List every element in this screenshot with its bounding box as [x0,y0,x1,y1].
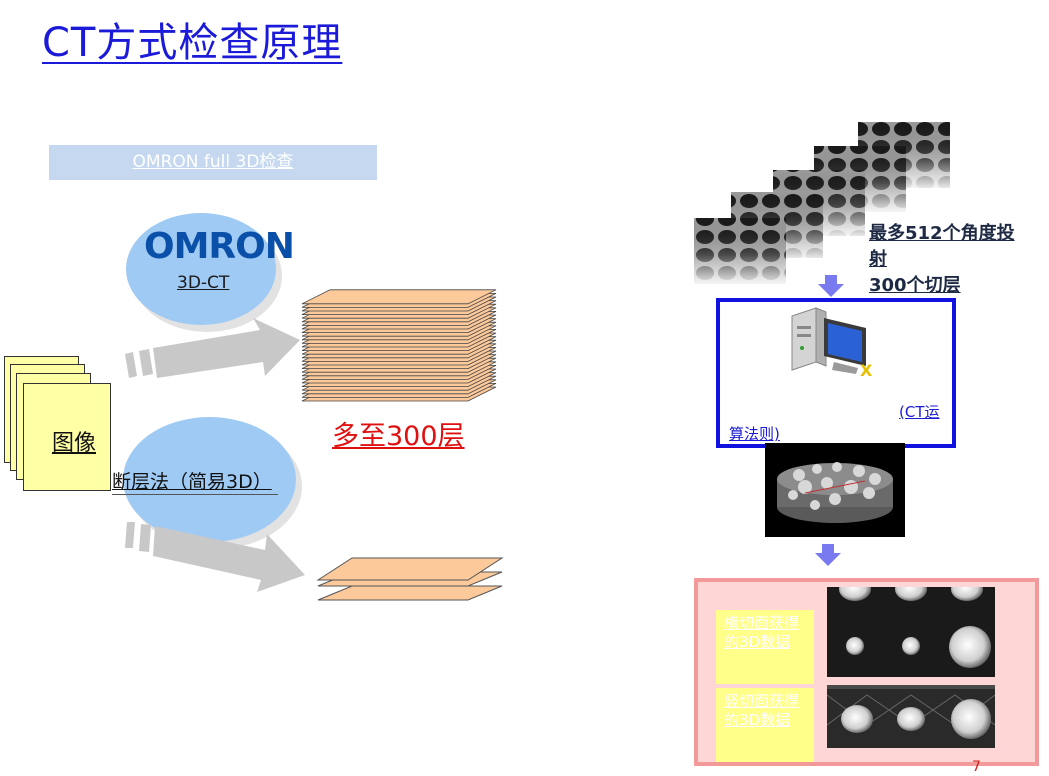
blue-down-arrow-icon [815,544,841,566]
tomography-label: 断层法（简易3D） [112,467,278,495]
image-label: 图像 [52,431,97,456]
projection-images [694,122,950,284]
page-title: CT方式检查原理 [42,20,343,66]
omron-3dct-ellipse [126,213,276,325]
layer-stack-3 [316,557,504,601]
projection-line2: 射 [869,249,887,270]
image-sheet [23,383,111,491]
vertical-slice-label: 竖切面获得的3D数据 [716,688,814,762]
3d-reconstruction-image [765,443,905,537]
ct-algorithm-label-part2: 算法则) [729,425,780,443]
blue-down-arrow-icon [818,275,844,297]
projection-description: 最多512个角度投 射 300个切层 [869,221,1039,299]
ct-algorithm-label-part1: (CT运 [899,403,940,421]
layer-sheet [301,289,497,305]
tomography-ellipse [123,417,296,542]
horizontal-slice-label: 横切面获得的3D数据 [716,610,814,684]
projection-line3: 300个切层 [869,275,961,296]
omron-logo: OMRON [144,226,295,267]
computer-icon: X [791,307,873,380]
svg-text:X: X [860,361,873,380]
projection-line1: 最多512个角度投 [869,223,1015,244]
3d-ct-label: 3D-CT [177,273,230,293]
vertical-slice-image [827,685,995,748]
horizontal-slice-image [827,587,995,677]
layers-count-label: 多至300层 [332,421,465,452]
page-number: 7 [972,759,981,775]
gray-arrow-icon [125,318,300,378]
layer-stack-300 [301,289,497,402]
gray-arrow-icon [125,522,305,592]
omron-full-3d-banner: OMRON full 3D检查 [49,145,377,180]
